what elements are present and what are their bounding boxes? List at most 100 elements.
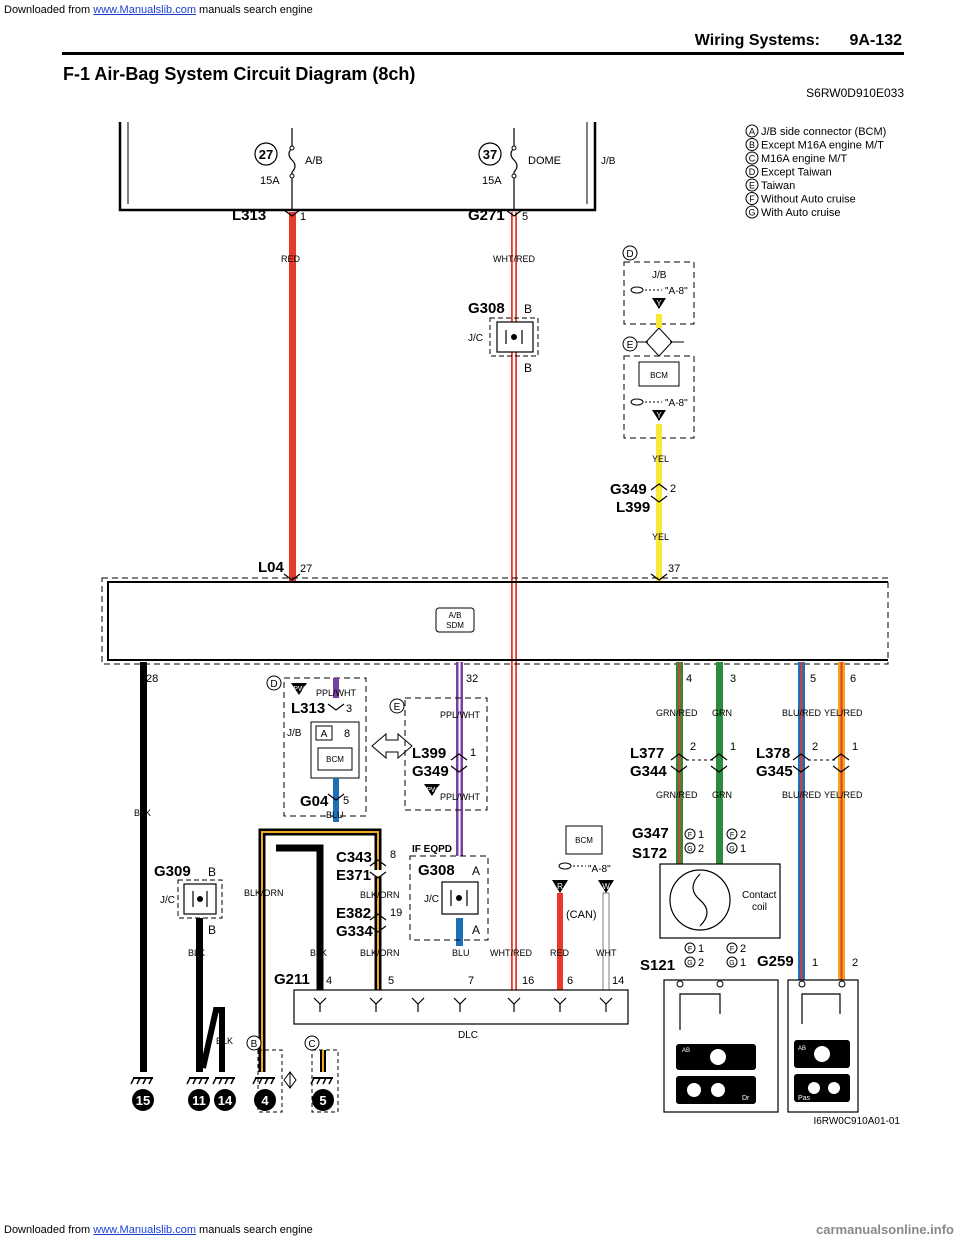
legend-text-f: Without Auto cruise — [761, 194, 856, 206]
connector-G345: G345 — [756, 763, 793, 780]
svg-text:G: G — [729, 960, 734, 967]
bcm-can-source: BCM "A-8" R W — [552, 825, 614, 893]
svg-text:F: F — [688, 946, 692, 953]
connector-G344: G344 — [630, 763, 667, 780]
svg-text:D: D — [626, 249, 633, 260]
svg-text:C: C — [308, 1039, 315, 1050]
svg-text:AB: AB — [682, 1048, 690, 1054]
svg-text:BLK: BLK — [310, 948, 327, 958]
svg-text:8: 8 — [390, 849, 396, 861]
svg-text:A: A — [321, 729, 328, 740]
svg-text:1: 1 — [852, 741, 858, 753]
page-number: 9A-132 — [849, 32, 902, 49]
svg-text:AB: AB — [798, 1046, 806, 1052]
svg-text:"A-8": "A-8" — [588, 864, 611, 875]
sdm-icon: A/B SDM — [435, 607, 475, 633]
svg-text:F: F — [688, 832, 692, 839]
fuse-27-amp: 15A — [260, 175, 280, 187]
wht-can-wire — [602, 892, 610, 991]
manualslib-link[interactable]: www.Manualslib.com — [93, 4, 196, 16]
red-can-wire — [557, 893, 563, 990]
connector-L378: L378 — [756, 745, 790, 762]
yel-red-wire — [838, 662, 845, 1082]
footer-manualslib-link[interactable]: www.Manualslib.com — [93, 1224, 196, 1236]
connector-L399: L399 — [616, 499, 650, 516]
svg-text:6: 6 — [850, 673, 856, 685]
svg-text:Y: Y — [656, 299, 662, 308]
joint-connector-G308-upper: G308 B J/C B — [468, 300, 539, 375]
svg-text:J/B: J/B — [652, 270, 667, 281]
svg-text:BLK/ORN: BLK/ORN — [360, 890, 400, 900]
svg-text:27: 27 — [300, 563, 312, 575]
svg-text:11: 11 — [192, 1093, 206, 1108]
blk-wire-ground-15 — [140, 662, 147, 1072]
svg-text:D: D — [270, 679, 277, 690]
svg-text:2: 2 — [740, 829, 746, 841]
svg-text:8: 8 — [344, 728, 350, 740]
figure-code: I6RW0C910A01-01 — [813, 1116, 900, 1127]
svg-text:B: B — [524, 302, 532, 316]
legend-text-g: With Auto cruise — [761, 207, 840, 219]
svg-text:A: A — [472, 864, 480, 878]
svg-text:G: G — [687, 846, 692, 853]
svg-text:5: 5 — [343, 795, 349, 807]
svg-text:J/C: J/C — [468, 333, 483, 344]
svg-text:Contact: Contact — [742, 890, 777, 901]
blu-wire — [456, 918, 463, 946]
legend-key-c — [745, 151, 759, 165]
ppl-wht-wire — [456, 662, 463, 856]
option-b-c-ground: B C — [246, 1035, 339, 1113]
driver-label: Dr — [742, 1095, 750, 1102]
svg-text:E382: E382 — [336, 905, 371, 922]
download-note: Downloaded from www.Manualslib.com manua… — [4, 4, 313, 16]
blu-red-wire — [798, 662, 805, 1082]
svg-text:2: 2 — [740, 943, 746, 955]
svg-text:2: 2 — [670, 483, 676, 495]
legend-text-d: Except Taiwan — [761, 167, 832, 179]
svg-text:coil: coil — [752, 902, 767, 913]
driver-airbag-module: AB Dr — [663, 979, 779, 1113]
blk-wire-ground-11 — [196, 918, 203, 1072]
svg-text:2: 2 — [698, 957, 704, 969]
passenger-airbag-module: G259 1 2 AB Pas — [757, 953, 859, 1113]
legend-key-letter: C — [749, 154, 756, 164]
svg-text:DLC: DLC — [458, 1030, 478, 1041]
legend-key-d — [745, 165, 759, 178]
legend-key-b — [745, 138, 759, 151]
section-title: Wiring Systems: — [694, 32, 820, 49]
yel-wire — [656, 424, 662, 582]
wht-red-wire — [511, 212, 517, 992]
svg-text:5: 5 — [810, 673, 816, 685]
wire-color-yel-2: YEL — [652, 532, 669, 542]
svg-text:BCM: BCM — [575, 836, 593, 845]
svg-text:4: 4 — [686, 673, 692, 685]
contact-coil: G347 S172 F G 12 F G 21 Contact coil F G… — [632, 825, 781, 974]
svg-text:GRN: GRN — [712, 708, 732, 718]
svg-text:S121: S121 — [640, 957, 675, 974]
svg-text:G347: G347 — [632, 825, 669, 842]
fuse-37-number: 37 — [483, 147, 497, 162]
fuse-27-name: A/B — [305, 155, 323, 167]
svg-text:G211: G211 — [274, 971, 310, 988]
svg-text:W: W — [602, 882, 610, 891]
option-d-bcm: D PW PPL/WHT L313 3 J/B A 8 BCM G04 5 BL… — [266, 675, 367, 822]
svg-text:G04: G04 — [300, 793, 329, 810]
download-prefix: Downloaded from — [4, 4, 91, 16]
pin-1: 1 — [300, 211, 306, 223]
blk-wire-ground-14 — [200, 1007, 225, 1072]
legend-key-letter: E — [749, 181, 755, 191]
svg-text:"A-8": "A-8" — [665, 398, 688, 409]
jb-bcm-option: D J/B "A-8" Y E BCM "A-8" Y — [622, 245, 695, 439]
legend-text-a: J/B side connector (BCM) — [761, 126, 886, 138]
sdm-outline — [101, 577, 889, 665]
svg-text:G308: G308 — [468, 300, 505, 317]
svg-text:PW: PW — [293, 686, 305, 693]
legend-text-c: M16A engine M/T — [761, 153, 847, 165]
svg-text:YEL/RED: YEL/RED — [824, 790, 863, 800]
svg-text:PW: PW — [426, 787, 438, 794]
svg-text:GRN/RED: GRN/RED — [656, 790, 698, 800]
svg-text:WHT: WHT — [596, 948, 617, 958]
svg-text:BCM: BCM — [326, 755, 344, 764]
legend-text-e: Taiwan — [761, 180, 795, 192]
doc-code: S6RW0D910E033 — [806, 86, 904, 100]
